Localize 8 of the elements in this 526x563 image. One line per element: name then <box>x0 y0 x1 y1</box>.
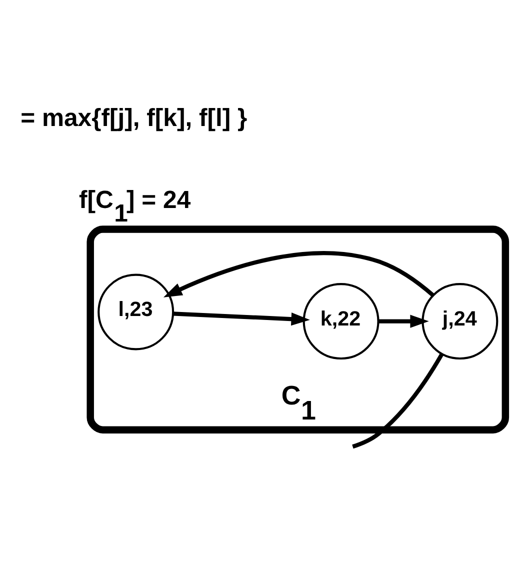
node-circle: l,23 <box>98 274 174 350</box>
arrow <box>163 251 434 298</box>
node-circle: k,22 <box>302 283 380 360</box>
connector <box>352 353 444 449</box>
arrow <box>173 312 310 326</box>
arrow <box>378 314 429 328</box>
label: = max{f[j], f[k], f[l] } <box>20 105 248 132</box>
node-circle: j,24 <box>422 283 498 360</box>
